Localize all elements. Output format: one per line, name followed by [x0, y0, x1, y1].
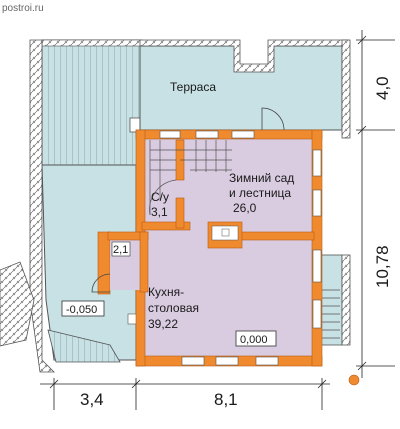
- terrace-area: [139, 39, 351, 139]
- kitchen-name-1: Кухня-: [148, 285, 184, 299]
- small-room-door: [91, 273, 111, 293]
- kitchen-area: 39,22: [148, 317, 178, 331]
- dimension-bottom-left: 3,4: [80, 390, 104, 409]
- dimension-right-top: 4,0: [373, 76, 392, 100]
- staircase: [149, 140, 232, 216]
- bathroom-name: С/у: [151, 190, 169, 204]
- floor-level-box: [235, 330, 277, 347]
- small-room-area-box: [111, 241, 131, 257]
- terrace-label: Терраса: [170, 80, 216, 94]
- dimension-right-bottom: 10,78: [373, 245, 392, 288]
- winter-garden-name-1: Зимний сад: [229, 171, 294, 185]
- winter-garden-name-2: и лестница: [229, 186, 291, 200]
- marker-dot: [348, 374, 360, 386]
- fireplace: [207, 221, 243, 249]
- floor-level-label: 0,000: [240, 334, 268, 346]
- deck-area: [41, 39, 145, 166]
- bottom-dimension-lines: [40, 378, 330, 410]
- kitchen-name-2: столовая: [148, 301, 199, 315]
- outside-level-label: -0,050: [66, 304, 97, 316]
- house-interior: [142, 138, 314, 360]
- windows: [159, 130, 322, 366]
- outside-level-box: [61, 300, 105, 317]
- right-extension: [319, 254, 351, 346]
- dimension-bottom-right: 8,1: [214, 390, 238, 409]
- winter-garden-area: 26,0: [233, 201, 257, 215]
- small-room-area: 2,1: [113, 244, 128, 256]
- site-watermark: postroi.ru: [2, 3, 44, 14]
- right-dimension-lines: [356, 30, 395, 378]
- bathroom-area: 3,1: [151, 205, 168, 219]
